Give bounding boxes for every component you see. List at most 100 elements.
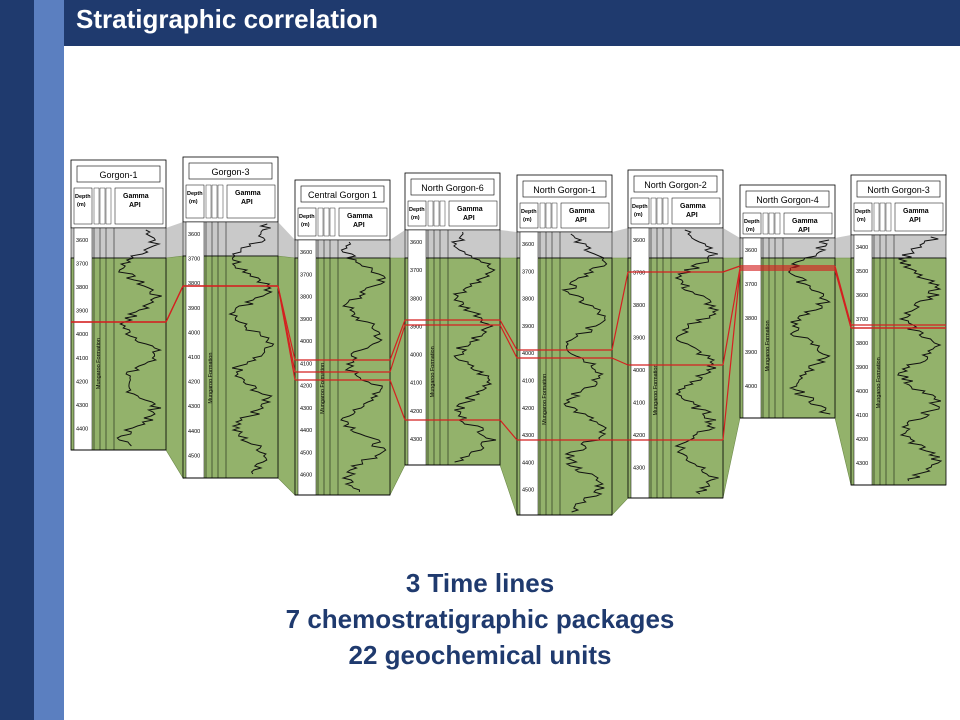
depth-track-header [519, 202, 539, 229]
depth-tick-label: 4100 [76, 356, 88, 362]
depth-tick-label: 4100 [188, 355, 200, 361]
zone-track-header [873, 202, 880, 232]
depth-tick-label: 4300 [410, 437, 422, 443]
gamma-ray-curve [340, 241, 387, 493]
depth-tick-label: 4000 [410, 353, 422, 359]
depth-header-label: Depth [632, 204, 648, 210]
depth-header-label: Depth [855, 209, 871, 215]
depth-tick-label: 3900 [856, 365, 868, 371]
gamma-ray-curve [561, 233, 608, 513]
depth-track-header [742, 212, 762, 235]
gamma-header-unit: API [798, 227, 810, 234]
zone-track-header [217, 184, 224, 219]
gamma-ray-curve [674, 229, 720, 495]
depth-tick-label: 4200 [188, 380, 200, 386]
well-name: North Gorgon-4 [756, 195, 819, 205]
overburden-fill [612, 228, 628, 258]
correlation-fill [165, 255, 184, 480]
depth-tick-label: 4300 [856, 461, 868, 467]
depth-tick-label: 4000 [745, 384, 757, 390]
zone-track-header [762, 212, 769, 235]
gamma-header-unit: API [575, 217, 587, 224]
depth-tick-label: 3700 [188, 257, 200, 263]
well-name: North Gorgon-3 [867, 185, 930, 195]
well-name-box [76, 165, 161, 183]
time-lines [71, 265, 946, 441]
well-name: North Gorgon-2 [644, 180, 707, 190]
gamma-header-label: Gamma [457, 206, 483, 213]
formation-label: Mungaroo Formation [542, 374, 548, 425]
depth-tick-label: 4000 [633, 368, 645, 374]
time-line-link [499, 419, 518, 441]
well-column: Central Gorgon 1Depth(m)GammaAPI36003700… [294, 179, 391, 496]
depth-tick-label: 4000 [188, 330, 200, 336]
correlation-fill [499, 257, 518, 516]
zone-track-header [885, 202, 892, 232]
depth-tick-label: 4100 [633, 401, 645, 407]
depth-track [630, 227, 650, 499]
gamma-header-label: Gamma [680, 203, 706, 210]
formation-label: Mungaroo Formation [96, 338, 102, 389]
gamma-track-header [338, 207, 388, 237]
caption-time-lines: 3 Time lines [405, 568, 555, 598]
depth-header-unit: (m) [857, 217, 866, 223]
time-line-link [499, 319, 518, 351]
zone-track-header [662, 197, 669, 225]
depth-tick-label: 4200 [410, 409, 422, 415]
depth-tick-label: 3600 [522, 242, 534, 248]
zone-track-header [99, 187, 106, 225]
depth-tick-label: 4300 [300, 406, 312, 412]
depth-tick-label: 4300 [522, 433, 534, 439]
overburden-fill [835, 235, 851, 258]
well-name-box [410, 178, 495, 196]
depth-tick-label: 4300 [188, 404, 200, 410]
depth-header-label: Depth [75, 194, 91, 200]
depth-tick-label: 3900 [300, 317, 312, 323]
depth-track-header [73, 187, 93, 225]
depth-tick-label: 4300 [633, 466, 645, 472]
depth-tick-label: 3800 [522, 297, 534, 303]
depth-tick-label: 4200 [633, 433, 645, 439]
depth-tick-label: 4400 [76, 426, 88, 432]
well-column: North Gorgon-2Depth(m)GammaAPI3600370038… [627, 169, 724, 499]
depth-header-unit: (m) [301, 222, 310, 228]
correlation-fill [834, 257, 852, 486]
gamma-ray-curve [897, 236, 943, 482]
gamma-header-unit: API [686, 212, 698, 219]
depth-tick-label: 3800 [745, 316, 757, 322]
sidebar-light-band [34, 0, 64, 720]
depth-tick-label: 3400 [856, 245, 868, 251]
gamma-track-header [560, 202, 610, 229]
overburden-fill [723, 228, 740, 258]
zone-track-header [768, 212, 775, 235]
depth-tick-label: 3800 [856, 341, 868, 347]
correlation-fill [277, 255, 296, 496]
gamma-track-header [783, 212, 833, 235]
gamma-header-label: Gamma [235, 190, 261, 197]
zone-track-header [879, 202, 886, 232]
well-name: North Gorgon-1 [533, 185, 596, 195]
zone-track-header [656, 197, 663, 225]
well-name: Gorgon-1 [99, 170, 137, 180]
gamma-header-label: Gamma [347, 213, 373, 220]
depth-tick-label: 3600 [300, 250, 312, 256]
depth-tick-label: 3600 [188, 232, 200, 238]
gamma-ray-curve [787, 239, 831, 415]
depth-tick-label: 3900 [410, 324, 422, 330]
depth-track-header [630, 197, 650, 225]
depth-tick-label: 4500 [188, 453, 200, 459]
well-name-box [522, 180, 607, 198]
zone-track-header [650, 197, 657, 225]
slide-title: Stratigraphic correlation [76, 4, 378, 34]
depth-tick-label: 3900 [522, 324, 534, 330]
depth-tick-label: 4500 [522, 488, 534, 494]
correlation-fills [165, 222, 852, 516]
gamma-header-unit: API [909, 217, 921, 224]
caption-units: 22 geochemical units [348, 640, 612, 670]
depth-tick-label: 3700 [410, 268, 422, 274]
depth-tick-label: 3700 [745, 282, 757, 288]
zone-track-header [211, 184, 218, 219]
depth-tick-label: 4600 [300, 473, 312, 479]
depth-tick-label: 4300 [76, 403, 88, 409]
